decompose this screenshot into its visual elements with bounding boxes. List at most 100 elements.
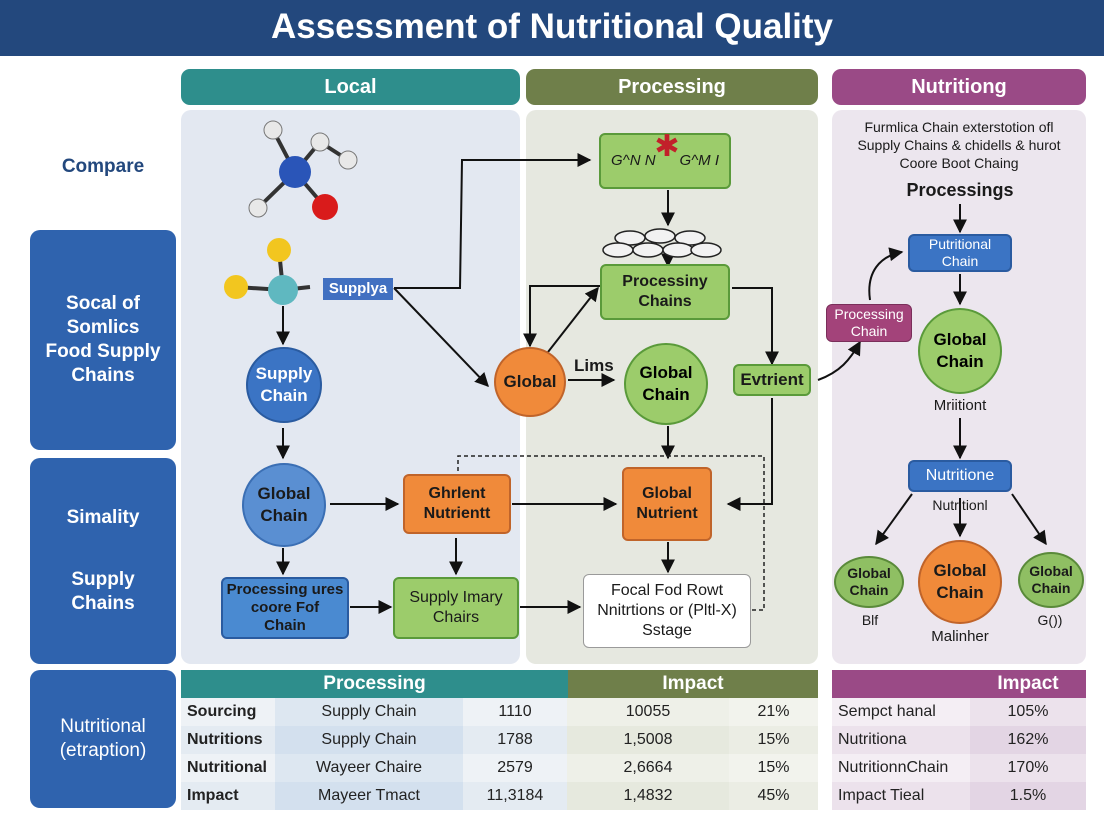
node-line: Chain bbox=[260, 506, 308, 525]
node-line: Chain bbox=[264, 617, 306, 634]
right-table-header-impact: Impact bbox=[970, 670, 1086, 698]
table-header-impact: Impact bbox=[568, 670, 818, 698]
table-cell: 105% bbox=[970, 698, 1086, 726]
label-blf: Blf bbox=[861, 612, 879, 628]
global-chain-circle-nutrition: Global Chain bbox=[918, 308, 1002, 394]
node-line: Nutrientt bbox=[423, 505, 491, 522]
compare-label: Compare bbox=[61, 156, 145, 177]
right-data-table: Sempct hanal 105% Nutritiona 162% Nutrit… bbox=[832, 698, 1086, 810]
node-line: Ghrlent bbox=[428, 485, 486, 502]
node-line: Processing ures bbox=[226, 581, 344, 598]
global-chain-circle-processing: Global Chain bbox=[624, 343, 708, 425]
processings-label: Processings bbox=[906, 180, 1014, 200]
table-cell: Nutritiona bbox=[832, 726, 970, 754]
table-cell: 15% bbox=[729, 754, 818, 782]
left-box-line: Socal of bbox=[66, 293, 140, 314]
table-cell: Nutritions bbox=[181, 726, 275, 754]
node-line: Sstage bbox=[642, 622, 692, 639]
mriitiont-label: Mriitiont bbox=[933, 397, 987, 414]
gm-right-text: G^M I bbox=[679, 152, 719, 169]
node-line: Global bbox=[847, 565, 891, 581]
global-chain-small-left: Global Chain bbox=[834, 556, 904, 608]
evtrient-box: Evtrient bbox=[733, 364, 811, 396]
putritional-chain-box: Putritional Chain bbox=[908, 234, 1012, 272]
node-line: Chain bbox=[850, 323, 888, 339]
nutritione-box: Nutritione bbox=[908, 460, 1012, 492]
table-row: Sempct hanal 105% bbox=[832, 698, 1086, 726]
table-cell: Impact bbox=[181, 782, 275, 810]
node-line: coore Fof bbox=[250, 599, 320, 616]
processiny-chains-box: Processiny Chains bbox=[600, 264, 730, 320]
node-line: Processiny bbox=[622, 273, 708, 290]
table-cell: Wayeer Chaire bbox=[275, 754, 463, 782]
global-chain-small-right: Global Chain bbox=[1018, 552, 1084, 608]
flower-icon: ✱ bbox=[654, 130, 680, 163]
node-line: Chain bbox=[642, 385, 690, 404]
node-line: Chain bbox=[1031, 580, 1071, 596]
table-row: Nutritional Wayeer Chaire 2579 2,6664 15… bbox=[181, 754, 818, 782]
node-line: Nutrient bbox=[636, 505, 698, 522]
node-line: Supply bbox=[255, 364, 313, 383]
table-cell: 1,5008 bbox=[567, 726, 729, 754]
table-cell: Impact Tieal bbox=[832, 782, 970, 810]
left-box-nutritional: Nutritional (etraption) bbox=[30, 670, 176, 808]
table-cell: 11,3184 bbox=[463, 782, 567, 810]
node-line: Global bbox=[1029, 563, 1073, 579]
table-cell: 1110 bbox=[463, 698, 567, 726]
node-line: Chairs bbox=[432, 609, 480, 626]
node-line: Global bbox=[642, 485, 692, 502]
processing-ures-box: Processing ures coore Fof Chain bbox=[221, 577, 349, 639]
table-cell: 21% bbox=[729, 698, 818, 726]
supply-chain-circle: Supply Chain bbox=[246, 347, 322, 423]
node-line: Chain bbox=[260, 386, 308, 405]
table-cell: 2579 bbox=[463, 754, 567, 782]
left-box-food-supply: Socal of Somlics Food Supply Chains bbox=[30, 230, 176, 450]
global-chain-circle-local: Global Chain bbox=[242, 463, 326, 547]
node-line: Global bbox=[639, 363, 693, 382]
processing-chain-box: Processing Chain bbox=[826, 304, 912, 342]
table-row: Sourcing Supply Chain 1110 10055 21% bbox=[181, 698, 818, 726]
left-box-line: Chains bbox=[71, 365, 135, 386]
table-cell: Supply Chain bbox=[275, 698, 463, 726]
node-line: Processing bbox=[834, 306, 904, 322]
table-cell: Sempct hanal bbox=[832, 698, 970, 726]
left-box-line: Supply bbox=[71, 569, 135, 590]
table-row: NutritionnChain 170% bbox=[832, 754, 1086, 782]
label-malinher: Malinher bbox=[931, 628, 989, 645]
node-line: Focal Fod Rowt bbox=[610, 582, 724, 599]
global-orange-circle: Global bbox=[494, 347, 566, 417]
left-box-line: (etraption) bbox=[59, 740, 147, 761]
column-header-local: Local bbox=[181, 69, 520, 105]
nutrition-header-text: Furmlica Chain exterstotion ofl Supply C… bbox=[836, 118, 1082, 172]
lims-label: Lims bbox=[574, 356, 614, 375]
table-cell: Mayeer Tmact bbox=[275, 782, 463, 810]
left-box-line: Food Supply bbox=[45, 341, 161, 362]
table-row: Impact Tieal 1.5% bbox=[832, 782, 1086, 810]
node-line: Putritional bbox=[928, 236, 992, 252]
column-header-processing: Processing bbox=[526, 69, 818, 105]
table-cell: 170% bbox=[970, 754, 1086, 782]
nutritionl-label: Nutritionl bbox=[932, 497, 988, 513]
node-line: Chains bbox=[638, 293, 692, 310]
main-data-table: Sourcing Supply Chain 1110 10055 21% Nut… bbox=[181, 698, 818, 810]
table-cell: Nutritional bbox=[181, 754, 275, 782]
table-cell: 1,4832 bbox=[567, 782, 729, 810]
node-line: Nnitrtions or (Pltl-X) bbox=[597, 602, 737, 619]
column-header-nutrition: Nutritiong bbox=[832, 69, 1086, 105]
left-box-supply-chains: Simality Supply Chains bbox=[30, 458, 176, 664]
table-cell: 162% bbox=[970, 726, 1086, 754]
local-panel bbox=[181, 110, 520, 664]
left-box-line: Simality bbox=[66, 507, 140, 528]
table-row: Impact Mayeer Tmact 11,3184 1,4832 45% bbox=[181, 782, 818, 810]
label-g: G()) bbox=[1037, 612, 1063, 628]
supply-imary-box: Supply Imary Chairs bbox=[393, 577, 519, 639]
page-title: Assessment of Nutritional Quality bbox=[0, 0, 1104, 56]
table-cell: Supply Chain bbox=[275, 726, 463, 754]
node-line: Supply Imary bbox=[409, 589, 503, 606]
node-line: Chain bbox=[849, 582, 889, 598]
node-line: Global bbox=[257, 484, 311, 503]
supply-label: Supplya bbox=[323, 278, 393, 300]
text-line: Supply Chains & chidells & hurot bbox=[857, 137, 1061, 153]
table-cell: 1788 bbox=[463, 726, 567, 754]
